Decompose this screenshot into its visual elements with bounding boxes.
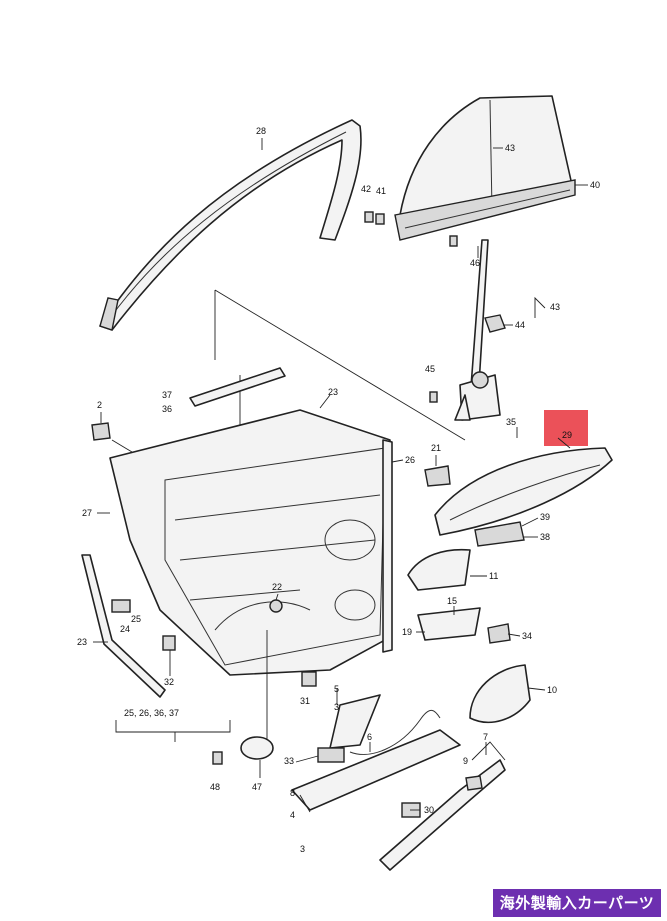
callout-3-lower: 3 — [300, 844, 305, 854]
callout-38: 38 — [540, 532, 550, 542]
callout-3-upper: 3 — [334, 702, 339, 712]
part-44-clip — [484, 314, 506, 333]
part-28-window-frame-trim — [99, 119, 362, 331]
part-26-seal-strip — [382, 439, 393, 653]
callout-41: 41 — [376, 186, 386, 196]
part-22-clip — [269, 599, 283, 613]
callout-47: 47 — [252, 782, 262, 792]
part-32-clip — [162, 635, 176, 651]
callout-21: 21 — [431, 443, 441, 453]
callout-labels: 28 43 40 42 41 46 43 44 45 37 36 23 2 35… — [77, 126, 600, 854]
part-2-clip — [91, 422, 111, 441]
callout-15: 15 — [447, 596, 457, 606]
part-47-speaker — [240, 736, 274, 760]
part-38-39-brackets — [474, 521, 525, 547]
part-48-screw — [212, 751, 223, 765]
part-window-regulator — [454, 239, 501, 421]
callout-7: 7 — [483, 732, 488, 742]
callout-26: 26 — [405, 455, 415, 465]
callout-9: 9 — [463, 756, 468, 766]
callout-19: 19 — [402, 627, 412, 637]
callout-44: 44 — [515, 320, 525, 330]
callout-6: 6 — [367, 732, 372, 742]
callout-4: 4 — [290, 810, 295, 820]
callout-30: 30 — [424, 805, 434, 815]
callout-39: 39 — [540, 512, 550, 522]
part-36-upper-trim-strip — [189, 367, 286, 407]
callout-2: 2 — [97, 400, 102, 410]
part-21-bracket — [424, 465, 451, 487]
part-7-clip — [465, 775, 483, 791]
callout-40: 40 — [590, 180, 600, 190]
callout-5: 5 — [334, 684, 339, 694]
callout-25: 25 — [131, 614, 141, 624]
callout-48: 48 — [210, 782, 220, 792]
part-31-clip — [301, 671, 317, 687]
callout-8: 8 — [290, 788, 295, 798]
callout-27: 27 — [82, 508, 92, 518]
callout-35: 35 — [506, 417, 516, 427]
part-15-handle — [417, 607, 481, 641]
callout-23-upper: 23 — [328, 387, 338, 397]
callout-43-glass: 43 — [505, 143, 515, 153]
callout-10: 10 — [547, 685, 557, 695]
part-23-lower-seal — [81, 554, 166, 698]
part-41-42-bolts — [364, 211, 458, 403]
callout-31: 31 — [300, 696, 310, 706]
part-6-cable — [349, 709, 441, 755]
highlight-part-35 — [544, 410, 588, 446]
part-27-door-panel — [109, 409, 391, 676]
part-34-small-part — [487, 623, 511, 644]
callout-group-25-26-36-37: 25, 26, 36, 37 — [124, 708, 179, 718]
callout-28: 28 — [256, 126, 266, 136]
callout-42: 42 — [361, 184, 371, 194]
part-11-cover — [407, 548, 471, 591]
callout-22: 22 — [272, 582, 282, 592]
shop-badge: 海外製輸入カーパーツ — [493, 889, 661, 917]
part-29-armrest-trim — [434, 447, 613, 536]
callout-29: 29 — [562, 430, 572, 440]
leader-lines — [93, 138, 588, 813]
part-33-clip — [317, 747, 345, 763]
callout-43-regulator: 43 — [550, 302, 560, 312]
callout-36: 36 — [162, 404, 172, 414]
callout-32: 32 — [164, 677, 174, 687]
callout-24: 24 — [120, 624, 130, 634]
callout-45: 45 — [425, 364, 435, 374]
part-43-window-glass — [394, 95, 576, 241]
part-10-speaker-cover — [469, 664, 531, 724]
callout-46: 46 — [470, 258, 480, 268]
callout-33: 33 — [284, 756, 294, 766]
part-24-clip — [111, 599, 131, 613]
callout-23-lower: 23 — [77, 637, 87, 647]
callout-37: 37 — [162, 390, 172, 400]
callout-11: 11 — [489, 571, 498, 581]
callout-34: 34 — [522, 631, 532, 641]
